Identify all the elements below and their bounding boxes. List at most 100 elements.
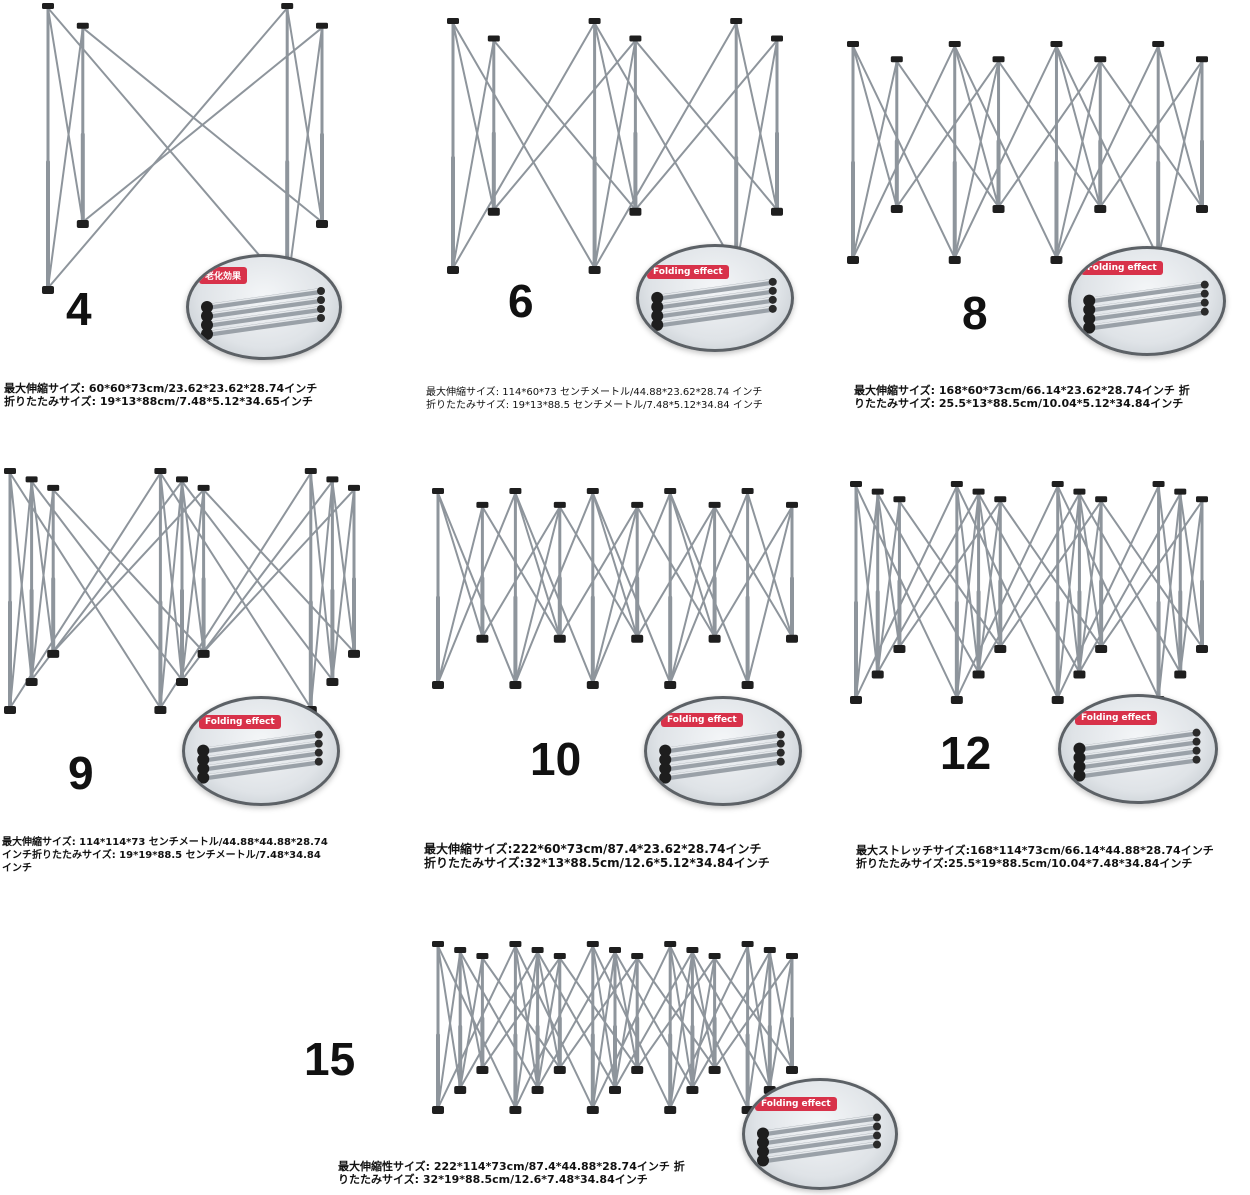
leg-foot <box>553 634 566 643</box>
leg-foot <box>871 670 884 679</box>
leg-foot <box>847 256 859 264</box>
leg-foot <box>4 706 16 714</box>
leg-foot <box>588 266 601 274</box>
model-number-9: 9 <box>68 747 94 799</box>
leg-foot <box>586 1106 599 1114</box>
badge-8: Folding effect <box>1081 261 1163 275</box>
scissor-frame-svg <box>447 18 783 274</box>
leg-cap <box>154 468 167 474</box>
leg-cap <box>1152 481 1165 487</box>
leg-foot <box>326 677 339 686</box>
frame-illustration-6 <box>445 15 785 280</box>
leg-cap <box>847 41 859 47</box>
leg-cap <box>1051 481 1064 487</box>
model-number-12: 12 <box>940 727 992 779</box>
leg-foot <box>154 706 167 714</box>
leg-cap <box>950 481 963 487</box>
folded-tubes-svg <box>757 1113 881 1167</box>
leg-cap <box>476 501 489 508</box>
leg-cap <box>741 488 754 494</box>
frame-illustration-10 <box>430 485 800 695</box>
scissor-frame-svg <box>432 941 798 1114</box>
leg-foot <box>994 644 1007 653</box>
badge-15: Folding effect <box>755 1097 837 1111</box>
spec-6: 最大伸縮サイズ: 114*60*73 センチメートル/44.88*23.62*2… <box>426 387 763 411</box>
leg-foot <box>609 1085 621 1094</box>
leg-foot <box>42 286 54 294</box>
badge-4: 老化効果 <box>199 267 248 284</box>
leg-cap <box>730 18 743 24</box>
scissor-frame-svg <box>42 3 328 294</box>
leg-cap <box>741 941 754 947</box>
leg-cap <box>850 481 862 487</box>
leg-foot <box>447 266 459 274</box>
frame-illustration-9 <box>2 465 362 720</box>
leg-foot <box>786 1065 798 1074</box>
leg-cap <box>4 468 16 474</box>
leg-cap <box>76 22 89 29</box>
spec-9: 最大伸縮サイズ: 114*114*73 センチメートル/44.88*44.88*… <box>2 837 328 874</box>
spec-10: 最大伸縮サイズ:222*60*73cm/87.4*23.62*28.74インチ … <box>424 842 770 870</box>
leg-foot <box>1174 670 1187 679</box>
leg-cap <box>994 496 1007 503</box>
model-number-4: 4 <box>66 283 92 335</box>
leg-foot <box>1196 644 1208 653</box>
leg-cap <box>25 476 38 483</box>
folded-tubes-svg <box>201 287 325 340</box>
leg-cap <box>763 947 776 954</box>
frame-illustration-8 <box>845 38 1210 270</box>
leg-cap <box>176 476 188 483</box>
leg-cap <box>348 484 360 491</box>
badge-6: Folding effect <box>647 265 729 279</box>
badge-10: Folding effect <box>661 713 743 727</box>
leg-foot <box>509 681 522 689</box>
leg-cap <box>871 488 884 495</box>
leg-cap <box>972 488 985 495</box>
leg-foot <box>316 220 328 228</box>
leg-cap <box>476 953 489 960</box>
badge-9: Folding effect <box>199 715 281 729</box>
leg-cap <box>586 941 599 947</box>
scissor-frame-svg <box>4 468 360 714</box>
folded-tubes-svg <box>651 277 777 331</box>
leg-foot <box>1196 204 1208 213</box>
leg-foot <box>47 649 60 658</box>
leg-foot <box>786 634 798 643</box>
leg-foot <box>850 696 862 704</box>
scissor-frame-svg <box>432 488 798 689</box>
leg-cap <box>509 941 522 947</box>
leg-foot <box>686 1085 699 1094</box>
leg-foot <box>893 644 906 653</box>
leg-foot <box>1095 644 1108 653</box>
leg-foot <box>454 1085 467 1094</box>
badge-12: Folding effect <box>1075 711 1157 725</box>
leg-cap <box>609 947 621 954</box>
leg-cap <box>531 947 544 954</box>
spec-12: 最大ストレッチサイズ:168*114*73cm/66.14*44.88*28.7… <box>856 844 1214 870</box>
leg-foot <box>1051 696 1064 704</box>
leg-cap <box>454 947 467 954</box>
frame-illustration-12 <box>848 478 1210 710</box>
leg-cap <box>1196 496 1208 503</box>
leg-cap <box>1050 41 1063 47</box>
leg-foot <box>708 1065 721 1074</box>
leg-foot <box>509 1106 522 1114</box>
leg-cap <box>487 35 500 42</box>
leg-cap <box>447 18 459 24</box>
leg-cap <box>786 501 798 508</box>
leg-foot <box>664 681 677 689</box>
leg-cap <box>992 56 1005 63</box>
folding-effect-inset-4: 老化効果 <box>186 254 342 360</box>
leg-cap <box>686 947 699 954</box>
leg-cap <box>316 22 328 29</box>
leg-cap <box>197 484 210 491</box>
folding-effect-inset-9: Folding effect <box>182 696 340 806</box>
leg-cap <box>786 953 798 960</box>
leg-cap <box>553 953 566 960</box>
leg-cap <box>553 501 566 508</box>
model-number-6: 6 <box>508 275 534 327</box>
spec-15: 最大伸縮性サイズ: 222*114*73cm/87.4*44.88*28.74イ… <box>338 1160 685 1186</box>
leg-cap <box>1152 41 1165 47</box>
leg-cap <box>47 484 60 491</box>
leg-cap <box>948 41 961 47</box>
